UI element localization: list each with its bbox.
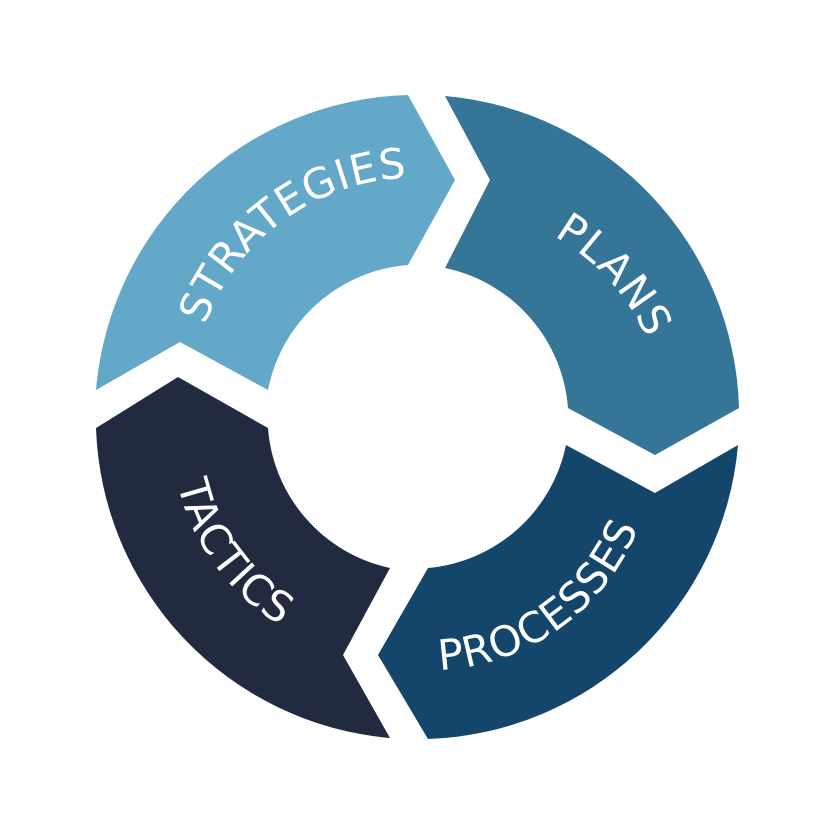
segment-strategies — [96, 95, 455, 390]
segment-tactics — [96, 377, 390, 738]
segment-processes — [378, 445, 738, 739]
segment-plans — [445, 96, 739, 455]
